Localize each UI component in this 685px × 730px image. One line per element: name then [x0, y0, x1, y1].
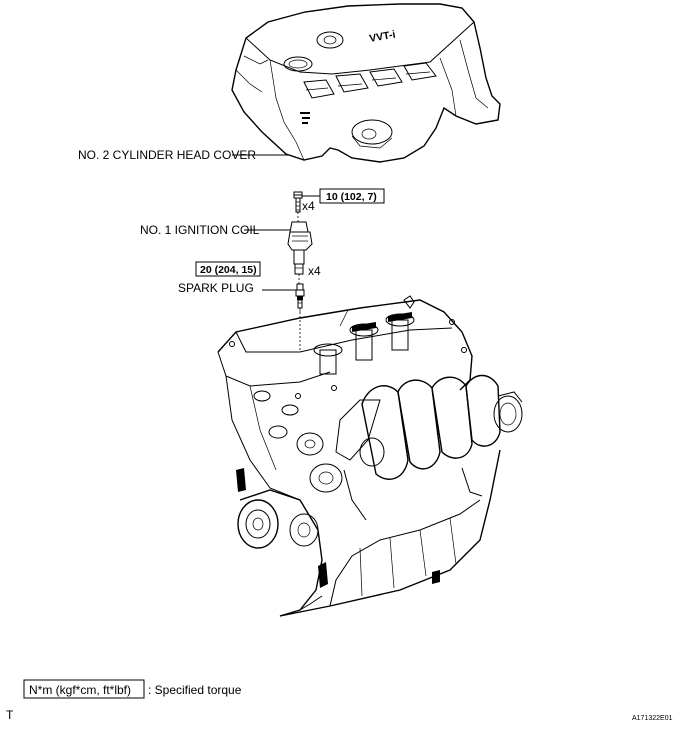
cylinder-head-cover-illustration: VVT-i — [231, 3, 501, 163]
ignition-coil-label: NO. 1 IGNITION COIL — [140, 223, 260, 237]
bolt-illustration — [293, 191, 303, 213]
torque-legend-box — [23, 679, 145, 699]
bolt-torque-box — [319, 188, 385, 204]
spark-plug-torque-box — [195, 261, 261, 277]
bolt-quantity: x4 — [302, 199, 315, 213]
torque-legend-description: : Specified torque — [148, 683, 242, 697]
engine-block-illustration — [217, 295, 523, 617]
footer-mark: T — [6, 708, 14, 722]
cover-emblem-text: VVT-i — [368, 29, 396, 45]
ignition-coil-quantity: x4 — [308, 264, 321, 278]
illustration-code: A171322E01 — [632, 715, 673, 722]
spark-plug-torque-value: 20 (204, 15) — [200, 264, 257, 276]
spark-plug-illustration — [295, 283, 305, 312]
torque-legend-units: N*m (kgf*cm, ft*lbf) — [29, 683, 131, 697]
cylinder-head-cover-label: NO. 2 CYLINDER HEAD COVER — [78, 148, 256, 162]
bolt-torque-value: 10 (102, 7) — [326, 191, 377, 203]
spark-plug-label: SPARK PLUG — [178, 281, 254, 295]
